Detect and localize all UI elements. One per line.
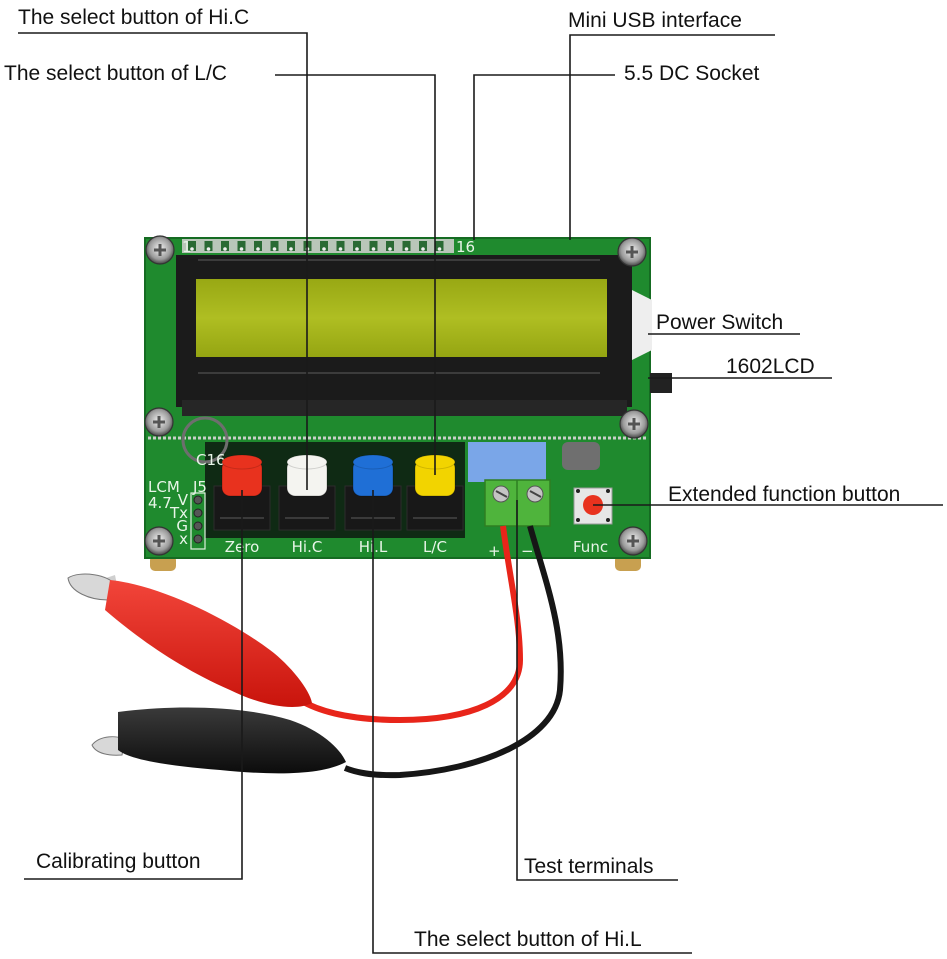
callout-lc-button: The select button of L/C [4, 62, 227, 85]
header-pin [188, 241, 196, 251]
callout-hil-button: The select button of Hi.L [414, 928, 642, 951]
callout-hic-button: The select button of Hi.C [18, 6, 250, 29]
callout-calibrating: Calibrating button [36, 850, 201, 873]
header-pin [386, 241, 394, 251]
capacitor-outline [181, 416, 229, 464]
lcd-screen [196, 279, 607, 357]
header-pin-dot [322, 247, 326, 251]
header-pin [320, 241, 328, 251]
header-pin-dot [404, 247, 409, 251]
leader-lines [18, 32, 943, 954]
callout-lcd: 1602LCD [726, 355, 815, 378]
cap-label: C16 [196, 451, 226, 469]
screw [619, 409, 649, 439]
func-button[interactable] [573, 487, 613, 525]
screw [618, 526, 648, 556]
header-pin-dot [190, 247, 194, 251]
voltage-label: 4.7 [148, 494, 172, 512]
callout-test-terminals: Test terminals [524, 855, 654, 878]
screw [617, 237, 647, 267]
header-pin [419, 241, 427, 251]
header-pin-dot [206, 247, 211, 251]
j5-pin-label: V [178, 491, 189, 509]
button-hil[interactable] [352, 454, 394, 497]
pin-end-label: 16 [456, 238, 475, 256]
header-pin-dot [239, 247, 244, 251]
screw [145, 235, 175, 265]
header-pin [204, 241, 213, 251]
button-label: Hi.C [292, 538, 323, 556]
header-pin-dot [338, 247, 343, 251]
j5-header [190, 492, 206, 550]
header-pin-dot [355, 247, 359, 251]
header-pin [237, 241, 246, 251]
lcd-module [176, 255, 632, 416]
header-pin-dot [421, 247, 425, 251]
header-pin-dot [256, 247, 260, 251]
red-alligator-clip [67, 573, 312, 707]
header-pin-dot [437, 247, 442, 251]
j5-pin-label: Tx [169, 504, 188, 522]
header-pin-dot [289, 247, 293, 251]
electrolytic-capacitor [562, 442, 600, 470]
callout-dc-socket: 5.5 DC Socket [624, 62, 760, 85]
j5-pin [193, 508, 203, 518]
callout-mini-usb: Mini USB interface [568, 9, 742, 32]
callout-power-switch: Power Switch [656, 311, 784, 334]
header-pin [221, 241, 229, 251]
pin-start-label: 1 [182, 238, 192, 256]
relay [468, 442, 546, 482]
header-pin [402, 241, 411, 251]
j5-pin [193, 521, 203, 531]
j5-pin-label: x [179, 530, 188, 548]
button-zero[interactable] [221, 454, 263, 497]
j5-pin [193, 495, 203, 505]
minus-label: − [521, 542, 534, 560]
lcd-pin-header [182, 239, 454, 253]
header-pin [336, 241, 345, 251]
header-pin-dot [371, 247, 376, 251]
header-pin-dot [272, 247, 277, 251]
button-label: L/C [423, 538, 447, 556]
j5-pin-label: G [176, 517, 188, 535]
header-pin [287, 241, 295, 251]
header-pin [353, 241, 361, 251]
func-label: Func [573, 538, 608, 556]
header-pin [369, 241, 378, 251]
header-pin [435, 241, 444, 251]
black-wire [343, 525, 564, 779]
j5-label: J5 [192, 478, 207, 496]
header-pin-dot [223, 247, 227, 251]
header-pin-dot [388, 247, 392, 251]
screw [144, 407, 174, 437]
header-pin [254, 241, 262, 251]
lcm-label: LCM [148, 478, 180, 496]
plus-label: + [488, 542, 501, 560]
screw [144, 526, 174, 556]
callout-func-button: Extended function button [668, 483, 901, 506]
header-pin [270, 241, 279, 251]
black-alligator-clip [91, 707, 346, 774]
j5-pin [193, 534, 203, 544]
red-wire [298, 525, 524, 724]
